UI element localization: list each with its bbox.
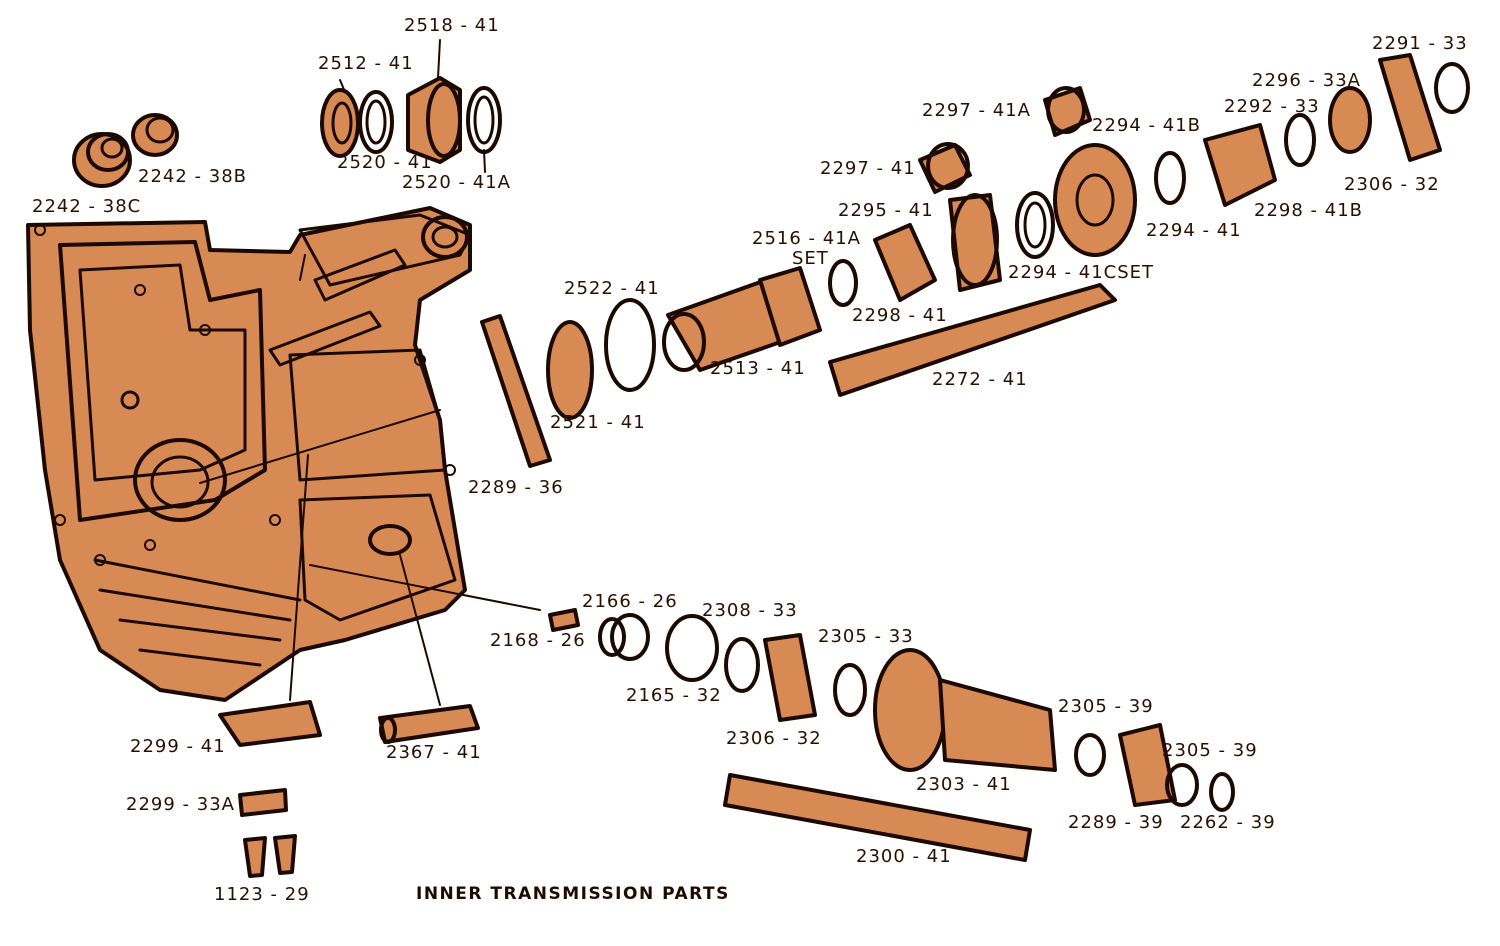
label-2295-41: 2295 - 41 <box>838 200 934 221</box>
label-2521-41: 2521 - 41 <box>550 412 646 433</box>
label-2296-33A: 2296 - 33A <box>1252 70 1361 91</box>
bushing-2242-38B-drawing <box>131 113 179 157</box>
label-2512-41: 2512 - 41 <box>318 53 414 74</box>
countershaft-group-drawing <box>548 608 1235 862</box>
label-2367-41: 2367 - 41 <box>386 742 482 763</box>
label-2297-41A: 2297 - 41A <box>922 100 1031 121</box>
label-2300-41: 2300 - 41 <box>856 846 952 867</box>
label-2242-38B: 2242 - 38B <box>138 166 247 187</box>
label-2298-41: 2298 - 41 <box>852 305 948 326</box>
label-2299-33A: 2299 - 33A <box>126 794 235 815</box>
label-2522-41: 2522 - 41 <box>564 278 660 299</box>
label-2308-33: 2308 - 33 <box>702 600 798 621</box>
label-2520-41: 2520 - 41 <box>337 152 433 173</box>
label-2292-33: 2292 - 33 <box>1224 96 1320 117</box>
label-2513-41: 2513 - 41 <box>710 358 806 379</box>
label-2294-41B: 2294 - 41B <box>1092 115 1201 136</box>
small-parts-drawing <box>218 700 480 878</box>
label-2272-41: 2272 - 41 <box>932 369 1028 390</box>
label-2299-41: 2299 - 41 <box>130 736 226 757</box>
label-1123-29: 1123 - 29 <box>214 884 310 905</box>
label-2289-36: 2289 - 36 <box>468 477 564 498</box>
label-2294-41: 2294 - 41 <box>1146 220 1242 241</box>
label-2291-33: 2291 - 33 <box>1372 33 1468 54</box>
label-2242-38C: 2242 - 38C <box>32 196 142 217</box>
label-2306-32: 2306 - 32 <box>726 728 822 749</box>
label-2305-39-a: 2305 - 39 <box>1058 696 1154 717</box>
diagram-caption: INNER TRANSMISSION PARTS <box>416 884 730 904</box>
label-2520-41A: 2520 - 41A <box>402 172 511 193</box>
bushing-2242-38C-drawing <box>72 132 132 188</box>
label-2516-set: SET <box>792 248 829 269</box>
label-2305-39-b: 2305 - 39 <box>1162 740 1258 761</box>
label-2298-41B: 2298 - 41B <box>1254 200 1363 221</box>
label-2262-39: 2262 - 39 <box>1180 812 1276 833</box>
label-2518-41: 2518 - 41 <box>404 15 500 36</box>
label-2166-26: 2166 - 26 <box>582 591 678 612</box>
label-2289-39: 2289 - 39 <box>1068 812 1164 833</box>
mainshaft-group-drawing <box>480 266 1117 468</box>
label-2516-41A: 2516 - 41A <box>752 228 861 249</box>
bearing-group-2512-2520-drawing <box>320 76 502 164</box>
transmission-case-drawing <box>26 206 472 702</box>
label-2303-41: 2303 - 41 <box>916 774 1012 795</box>
gear-set-top-drawing <box>828 53 1470 307</box>
label-2168-26: 2168 - 26 <box>490 630 586 651</box>
label-2165-32: 2165 - 32 <box>626 685 722 706</box>
label-2306-32-top: 2306 - 32 <box>1344 174 1440 195</box>
label-2294-41C-set: 2294 - 41CSET <box>1008 262 1155 283</box>
label-2305-33: 2305 - 33 <box>818 626 914 647</box>
label-2297-41: 2297 - 41 <box>820 158 916 179</box>
